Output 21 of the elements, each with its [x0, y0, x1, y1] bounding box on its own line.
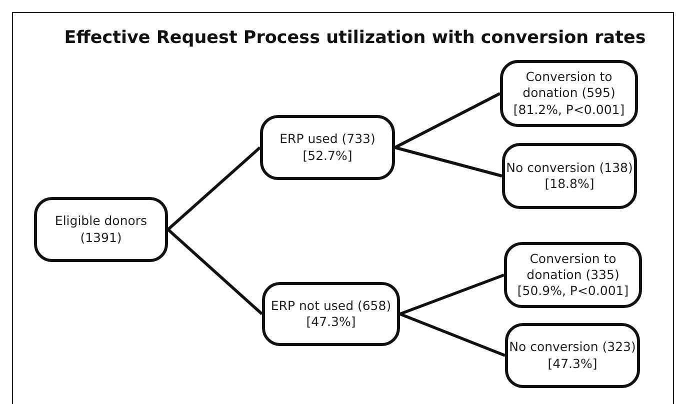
outcome-box — [505, 323, 640, 388]
box-label: No conversion (323) [47.3%] — [508, 339, 637, 372]
outcome-box — [260, 115, 395, 180]
outcome-box — [502, 143, 637, 209]
box-label: ERP not used (658) [47.3%] — [270, 298, 392, 330]
box-label: Conversion to donation (595) [81.2%, P<0.001] — [512, 69, 626, 118]
connector-line — [167, 146, 261, 231]
box-label: Conversion to donation (335) [50.9%, P<0.001] — [516, 250, 630, 300]
outcome-box — [262, 282, 400, 346]
connector-line — [394, 92, 501, 149]
box-label: ERP used (733) [52.7%] — [278, 131, 376, 164]
box-label: Eligible donors (1391) — [54, 213, 148, 246]
connector-line — [399, 312, 506, 357]
connector-line — [399, 274, 505, 316]
outcome-box — [504, 242, 642, 308]
connector-line — [167, 228, 263, 316]
diagram-title: Effective Request Process utilization with conversion rates — [63, 28, 647, 48]
box-label: No conversion (138) [18.8%] — [505, 160, 634, 192]
connector-line — [394, 146, 502, 178]
outcome-box — [500, 60, 638, 127]
outcome-box — [34, 197, 168, 262]
